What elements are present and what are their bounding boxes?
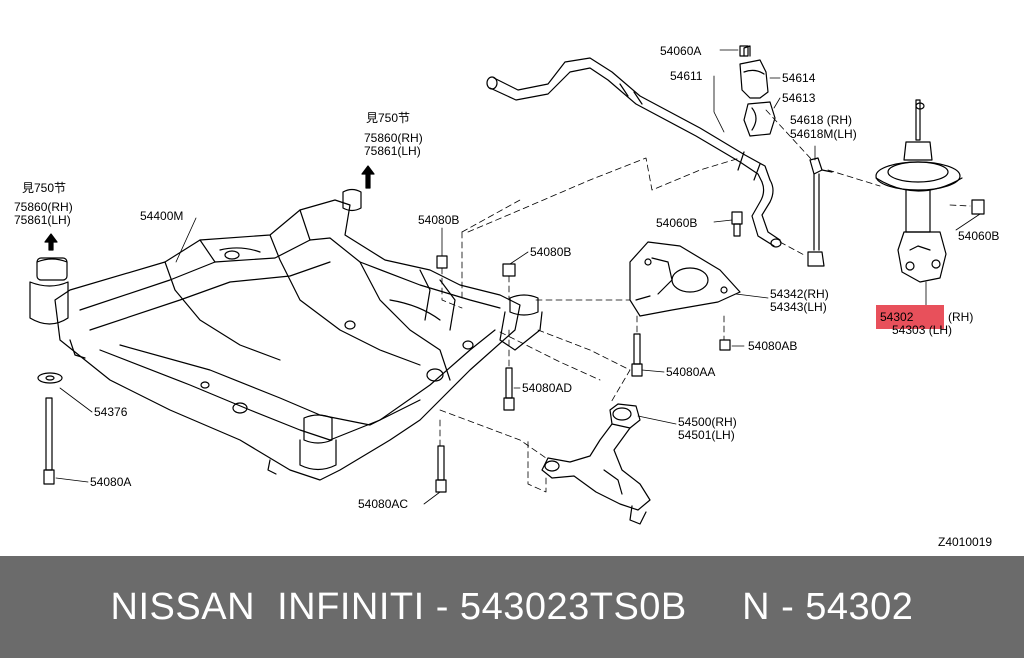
bolts-illustration <box>37 45 985 493</box>
part-number-text: NISSAN INFINITI - 543023TS0B N - 54302 <box>110 585 914 628</box>
label-ref-right-lh: 75861(LH) <box>364 144 421 158</box>
label-54303: 54303 (LH) <box>892 323 952 337</box>
label-54080aa: 54080AA <box>666 365 715 379</box>
reference-arrows <box>44 165 375 251</box>
strut-assembly-illustration <box>875 99 963 283</box>
label-54618m: 54618M(LH) <box>790 127 857 141</box>
label-54080b-1: 54080B <box>418 213 459 227</box>
label-54611: 54611 <box>670 69 703 83</box>
label-54080ab: 54080AB <box>748 339 797 353</box>
label-54080ad: 54080AD <box>522 381 572 395</box>
label-54060b-2: 54060B <box>958 229 999 243</box>
part-highlight <box>876 305 944 329</box>
dashed-lines <box>439 109 971 493</box>
label-54400m: 54400M <box>140 209 183 223</box>
label-54343: 54343(LH) <box>770 300 827 314</box>
label-54080ac: 54080AC <box>358 497 408 511</box>
diagram-code: Z4010019 <box>938 535 992 549</box>
stabilizer-link-illustration <box>807 157 833 267</box>
label-54501: 54501(LH) <box>678 428 735 442</box>
bracket-illustration <box>629 241 741 317</box>
label-ref-right-rh: 75860(RH) <box>364 131 423 145</box>
leader-lines <box>55 49 981 505</box>
label-54376: 54376 <box>94 405 128 419</box>
lower-arm-illustration <box>541 403 651 525</box>
parts-diagram: 54060A 54611 54614 54613 54618 (RH) 5461… <box>14 44 999 549</box>
label-ref-left-rh: 75860(RH) <box>14 200 73 214</box>
label-ref-left-title: 見750节 <box>22 181 66 195</box>
stabilizer-bar-illustration <box>486 57 782 248</box>
stabilizer-bracket-illustration <box>739 45 776 137</box>
label-54302: 54302 <box>880 310 914 324</box>
label-54613: 54613 <box>782 91 816 105</box>
label-54618: 54618 (RH) <box>790 113 852 127</box>
label-54500: 54500(RH) <box>678 415 737 429</box>
label-54080a: 54080A <box>90 475 131 489</box>
label-ref-right-title: 見750节 <box>366 111 410 125</box>
label-54614: 54614 <box>782 71 816 85</box>
label-54060b-1: 54060B <box>656 216 697 230</box>
part-labels: 54060A 54611 54614 54613 54618 (RH) 5461… <box>14 44 999 549</box>
label-ref-left-lh: 75861(LH) <box>14 213 71 227</box>
part-number-banner: NISSAN INFINITI - 543023TS0B N - 54302 <box>0 556 1024 658</box>
label-54342: 54342(RH) <box>770 287 829 301</box>
label-54302-rh: (RH) <box>948 310 973 324</box>
label-54060a: 54060A <box>660 44 701 58</box>
label-54080b-2: 54080B <box>530 245 571 259</box>
front-crossmember-illustration <box>29 188 543 481</box>
